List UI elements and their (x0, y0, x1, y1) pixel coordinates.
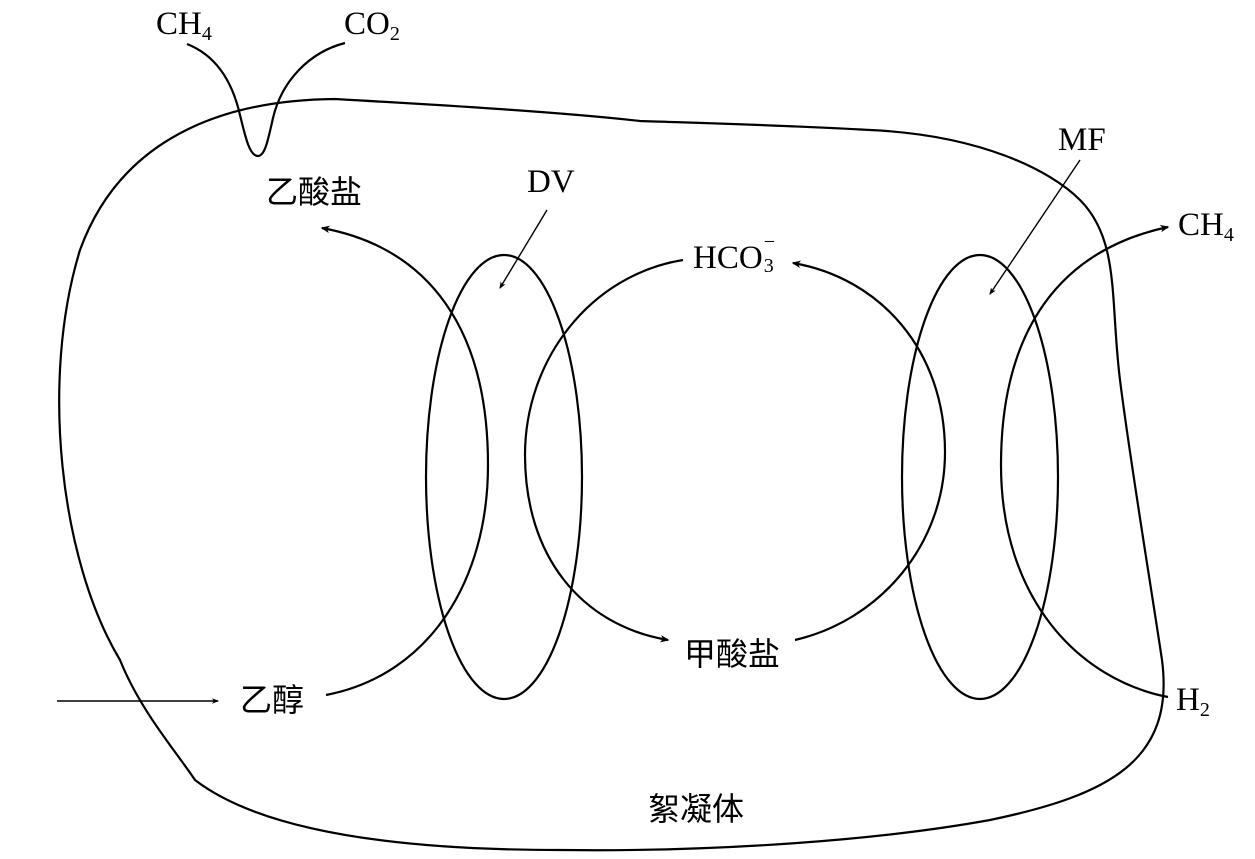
ethanol-label: 乙醇 (240, 681, 305, 719)
bicarbonate-superscript: − (763, 231, 775, 253)
dv-cell (424, 253, 584, 701)
hydrogen-to-methane-arrow (999, 224, 1170, 699)
dv-pointer-arrow (499, 209, 548, 289)
bicarbonate-charge-stack: −3 (763, 232, 775, 276)
co2-top-label: CO2 (344, 6, 400, 45)
floc-outline (58, 97, 1165, 852)
bicarbonate-base: HCO (693, 240, 763, 276)
mf-pointer-arrow (989, 159, 1081, 295)
methane-right-base: CH (1178, 207, 1224, 243)
co2-top-subscript: 2 (389, 23, 400, 45)
formate-to-bicarbonate-arrow (791, 260, 947, 642)
methane-top-label: CH4 (156, 6, 212, 45)
hydrogen-label: H2 (1176, 682, 1210, 721)
bicarbonate-label: HCO−3 (693, 232, 775, 276)
hydrogen-subscript: 2 (1199, 699, 1210, 721)
bicarbonate-subscript: 3 (763, 255, 774, 277)
formate-label: 甲酸盐 (684, 635, 781, 673)
floc-label: 絮凝体 (648, 790, 745, 828)
mf-cell (900, 253, 1060, 701)
ethanol-to-acetate-arrow (320, 225, 490, 697)
gas-escape-loop (186, 41, 346, 158)
methane-top-subscript: 4 (201, 23, 212, 45)
acetate-label: 乙酸盐 (266, 173, 363, 211)
mf-label: MF (1058, 122, 1106, 158)
hydrogen-base: H (1176, 682, 1200, 718)
methane-right-label: CH4 (1178, 207, 1234, 246)
co2-top-base: CO (344, 6, 390, 42)
bicarbonate-to-formate-arrow (523, 258, 684, 643)
methane-top-base: CH (156, 6, 202, 42)
dv-label: DV (527, 164, 575, 200)
methane-right-subscript: 4 (1223, 224, 1234, 246)
